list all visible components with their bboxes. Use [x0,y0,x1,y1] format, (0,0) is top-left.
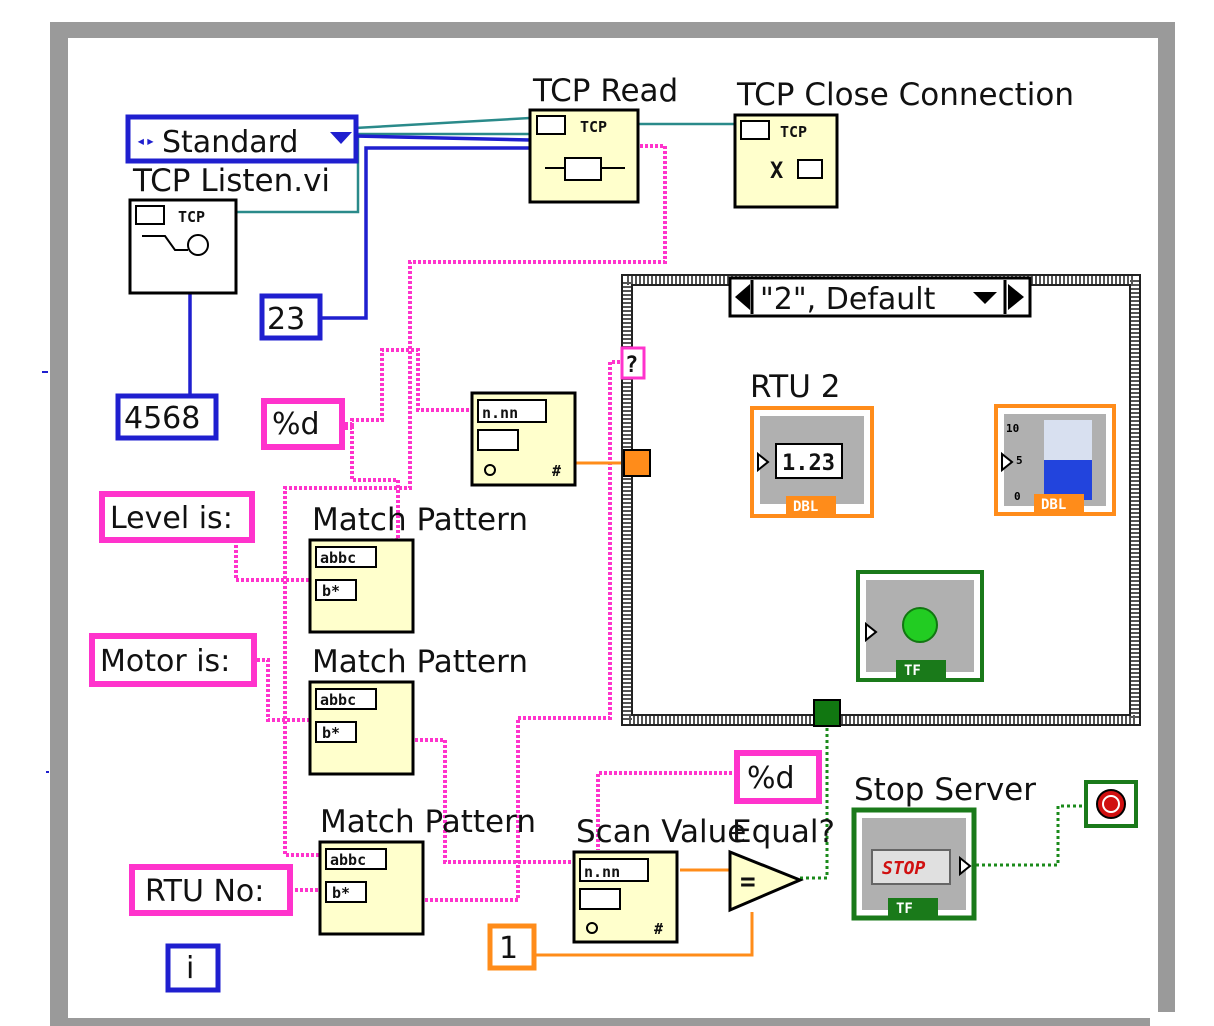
svg-text:TCP: TCP [178,208,205,226]
rtu-no-constant[interactable]: RTU No: [129,864,293,916]
svg-text:abbc: abbc [330,851,366,869]
svg-text:=: = [740,867,756,897]
svg-text:%d: %d [272,407,320,442]
svg-text:DBL: DBL [793,499,818,515]
mode-constant[interactable]: ◂▸ Standard [125,114,359,164]
match-pattern-3-icon[interactable]: abbc b* [318,840,425,936]
svg-text:Motor is:: Motor is: [100,644,230,679]
stop-server-label: Stop Server [854,772,1036,808]
svg-text:Standard: Standard [162,125,298,160]
tcp-listen-icon[interactable]: TCP [128,198,238,295]
svg-text:i: i [186,951,194,986]
svg-text:23: 23 [267,302,305,337]
format-string-icon[interactable]: n.nn # [470,391,577,487]
svg-text:TCP: TCP [780,123,807,141]
motor-constant[interactable]: Motor is: [89,633,257,687]
svg-text:b*: b* [322,582,340,600]
level-constant[interactable]: Level is: [99,491,255,543]
tank-fill [1044,460,1092,500]
match-pattern-1-icon[interactable]: abbc b* [308,538,415,634]
equal-label: Equal? [732,814,835,850]
match-pattern-3-label: Match Pattern [320,804,536,840]
one-constant[interactable]: 1 [487,923,537,971]
case-input-tunnel [623,449,651,477]
svg-text:0: 0 [1014,490,1021,503]
port-constant[interactable]: 4568 [115,393,219,441]
tcp-read-icon[interactable]: TCP [528,108,640,204]
tank-indicator[interactable]: 10 5 0 DBL [994,404,1116,516]
svg-text:DBL: DBL [1041,497,1066,513]
iteration-terminal: i [165,943,221,993]
svg-text:#: # [654,920,663,938]
svg-text:TCP: TCP [580,118,607,136]
rtu2-label: RTU 2 [750,369,841,405]
svg-text:b*: b* [322,724,340,742]
case-selector[interactable]: "2", Default [728,276,1032,318]
svg-text:X: X [770,159,783,184]
match-pattern-2-label: Match Pattern [312,644,528,680]
rtu2-indicator[interactable]: 1.23 DBL [750,406,874,518]
svg-text:4568: 4568 [124,401,200,436]
svg-text:b*: b* [332,884,350,902]
svg-text:◂▸: ◂▸ [136,131,155,150]
svg-text:TF: TF [904,663,921,679]
svg-text:10: 10 [1006,422,1019,435]
unknown-constant[interactable]: ? [620,346,646,380]
rtu2-value: 1.23 [782,451,835,476]
svg-text:5: 5 [1016,454,1023,467]
tcp-read-label: TCP Read [532,73,678,109]
format-constant-1[interactable]: %d [261,398,345,450]
svg-text:?: ? [625,353,638,378]
svg-text:#: # [552,462,561,480]
dropdown-arrow-icon [973,292,997,304]
numeric-wires [188,134,531,398]
svg-text:TF: TF [896,901,913,917]
tcp-listen-label: TCP Listen.vi [132,163,330,199]
dropdown-arrow-icon [330,132,352,144]
format-constant-2[interactable]: %d [734,750,822,804]
match-pattern-1-label: Match Pattern [312,502,528,538]
svg-text:%d: %d [747,761,795,796]
svg-text:Level is:: Level is: [110,501,233,536]
tcp-close-label: TCP Close Connection [736,77,1074,113]
string-wires [234,144,737,902]
led-green-icon [902,607,938,643]
refnum-wires [236,116,735,214]
loop-condition-terminal [1084,780,1138,828]
ear-icon [187,234,209,256]
match-pattern-2-icon[interactable]: abbc b* [308,680,415,776]
tcp-close-icon[interactable]: TCP X [733,113,839,209]
stop-server-button[interactable]: STOP TF [851,807,977,921]
led-indicator[interactable]: TF [856,570,984,682]
equal-icon[interactable]: = [728,849,804,913]
case-boolean-tunnel [813,699,841,727]
bytes-constant[interactable]: 23 [259,293,323,341]
svg-text:STOP: STOP [882,858,926,879]
svg-text:n.nn: n.nn [584,863,620,881]
svg-text:abbc: abbc [320,691,356,709]
svg-text:1: 1 [499,931,518,966]
scan-value-icon[interactable]: n.nn # [572,850,679,944]
scan-value-label: Scan Value [576,814,746,850]
svg-text:abbc: abbc [320,549,356,567]
stop-sign-icon [1096,789,1126,819]
svg-text:n.nn: n.nn [482,404,518,422]
case-selector-label: "2", Default [760,282,936,317]
svg-text:RTU No:: RTU No: [145,874,264,909]
